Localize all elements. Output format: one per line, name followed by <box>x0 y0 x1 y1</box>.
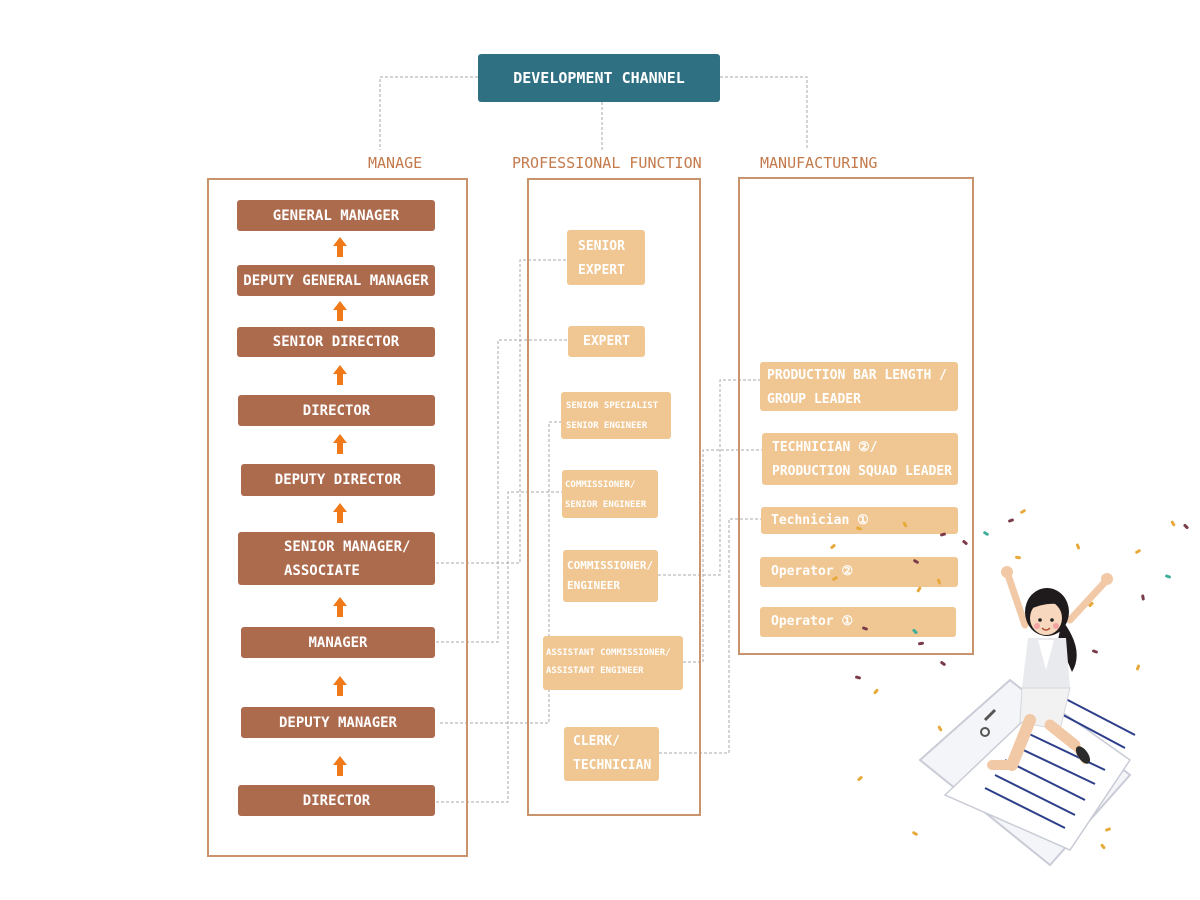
professional-column-title: PROFESSIONAL FUNCTION <box>512 154 702 172</box>
up-arrow-icon <box>333 597 347 617</box>
manage-item-manager: MANAGER <box>241 627 435 658</box>
manage-item-general-manager: GENERAL MANAGER <box>237 200 435 231</box>
manufacturing-item-operator-2: Operator ② <box>760 557 958 587</box>
connector-director-commissioner-senior <box>436 491 562 803</box>
up-arrow-icon <box>333 756 347 776</box>
development-channel-header: DEVELOPMENT CHANNEL <box>478 54 720 102</box>
celebration-illustration <box>918 566 1136 867</box>
manufacturing-column-title: MANUFACTURING <box>760 154 878 172</box>
up-arrow-icon <box>333 503 347 523</box>
connector-commissioner-production-bar <box>658 379 760 576</box>
manufacturing-column-frame <box>738 177 974 655</box>
manage-column-frame <box>207 178 468 857</box>
professional-item-senior-expert: SENIOR EXPERT <box>567 230 645 285</box>
professional-item-commissioner-senior-engineer: COMMISSIONER/ SENIOR ENGINEER <box>562 470 658 518</box>
professional-item-senior-specialist: SENIOR SPECIALIST SENIOR ENGINEER <box>561 392 671 439</box>
professional-item-commissioner-engineer: COMMISSIONER/ ENGINEER <box>563 550 658 602</box>
up-arrow-icon <box>333 365 347 385</box>
connector-header-manufacturing <box>720 76 808 150</box>
manage-item-senior-director: SENIOR DIRECTOR <box>237 327 435 357</box>
manage-item-deputy-manager: DEPUTY MANAGER <box>241 707 435 738</box>
manage-item-deputy-director: DEPUTY DIRECTOR <box>241 464 435 496</box>
connector-assistant-technician2 <box>683 449 762 663</box>
manage-item-senior-manager-associate: SENIOR MANAGER/ ASSOCIATE <box>238 532 435 585</box>
manufacturing-item-operator-1: Operator ① <box>760 607 956 637</box>
manage-column-title: MANAGE <box>368 154 423 172</box>
woman-figure-icon <box>987 566 1113 771</box>
professional-column-frame <box>527 178 701 816</box>
connector-deputy-manager-senior-specialist <box>440 421 561 724</box>
connector-clerk-technician1 <box>659 518 761 754</box>
manufacturing-item-technician-2: TECHNICIAN ②/ PRODUCTION SQUAD LEADER <box>762 433 958 485</box>
professional-item-expert: EXPERT <box>568 326 645 357</box>
up-arrow-icon <box>333 676 347 696</box>
professional-item-assistant-commissioner: ASSISTANT COMMISSIONER/ ASSISTANT ENGINE… <box>543 636 683 690</box>
up-arrow-icon <box>333 301 347 321</box>
up-arrow-icon <box>333 434 347 454</box>
connector-senior-manager-senior-expert <box>436 259 567 564</box>
document-icon <box>918 678 1136 867</box>
manufacturing-item-production-bar-length: PRODUCTION BAR LENGTH / GROUP LEADER <box>760 362 958 411</box>
manage-item-director-lower: DIRECTOR <box>238 785 435 816</box>
up-arrow-icon <box>333 237 347 257</box>
manage-item-director: DIRECTOR <box>238 395 435 426</box>
manage-item-deputy-general-manager: DEPUTY GENERAL MANAGER <box>237 265 435 296</box>
professional-item-clerk-technician: CLERK/ TECHNICIAN <box>564 727 659 781</box>
connector-header-manage <box>379 76 478 150</box>
